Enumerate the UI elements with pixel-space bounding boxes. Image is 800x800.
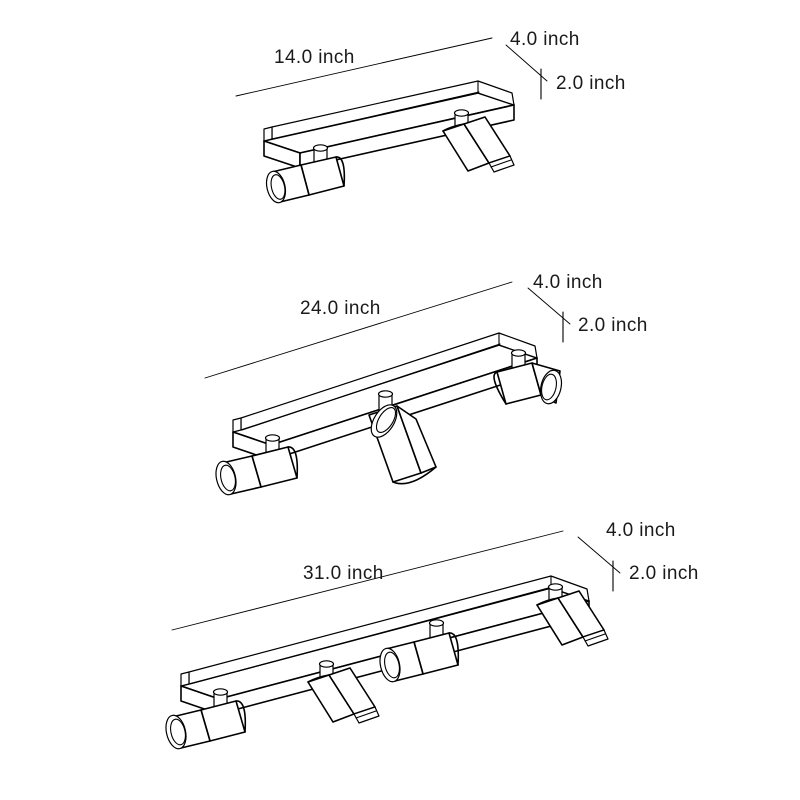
head-stem-cap	[312, 144, 329, 152]
fixture-3-light-group	[204, 281, 571, 497]
fixture-3-light-depth-label: 4.0 inch	[533, 272, 603, 293]
head-stem-cap	[377, 390, 394, 398]
head-stem-cap	[547, 583, 564, 591]
fixture-2-light-depth-label: 4.0 inch	[510, 29, 580, 50]
head-aperture-inner-line	[584, 633, 606, 642]
length-leader-line	[235, 37, 493, 97]
head-bottom-end	[392, 466, 437, 485]
depth-leader-line	[577, 536, 621, 574]
track-left-cap	[263, 126, 273, 142]
length-leader-line	[204, 281, 513, 379]
head-stem-cap	[510, 349, 527, 357]
head-band-line	[396, 405, 422, 474]
head-back-end	[335, 156, 346, 187]
depth-leader-line	[505, 44, 548, 82]
fixture-2-light-height-label: 2.0 inch	[556, 73, 626, 94]
spot-head-4[interactable]	[536, 583, 609, 647]
spot-head-1[interactable]	[213, 434, 299, 497]
head-stem-cap	[453, 109, 470, 117]
head-band-line	[328, 674, 355, 715]
head-band-line	[200, 709, 211, 742]
head-aperture-inner-line	[355, 710, 377, 719]
head-aperture-face	[353, 706, 380, 724]
spot-head-3[interactable]	[493, 349, 565, 406]
head-back-end	[536, 597, 559, 606]
fixture-2-light-group	[235, 37, 548, 205]
head-stem-cap	[428, 619, 445, 627]
head-stem-cap	[264, 434, 281, 442]
head-aperture-inner	[220, 464, 236, 492]
track-left-cap	[180, 671, 190, 687]
fixture-4-light-height-label: 2.0 inch	[629, 563, 699, 584]
fixture-3-light-length-label: 24.0 inch	[300, 298, 381, 319]
track-channel-line	[189, 586, 553, 685]
track-left-cap	[232, 417, 242, 433]
head-back-end	[493, 371, 507, 405]
fixture-4-light-group	[163, 530, 621, 751]
head-back-end	[307, 674, 330, 683]
track-top-face	[180, 587, 590, 700]
head-back-end	[235, 700, 247, 733]
track-channel-line	[241, 343, 501, 431]
spot-head-2[interactable]	[366, 390, 437, 485]
head-band-line	[463, 123, 490, 164]
head-band-line	[557, 597, 584, 638]
head-stem-cap	[318, 660, 335, 668]
head-back-end	[448, 632, 460, 666]
head-aperture-inner-line	[490, 159, 512, 168]
head-aperture-outer	[370, 404, 398, 438]
fixture-2-light-length-label: 14.0 inch	[274, 47, 355, 68]
head-aperture-face	[582, 629, 609, 647]
head-aperture-inner	[375, 407, 397, 433]
head-band-line	[251, 455, 262, 488]
head-band-line	[413, 641, 424, 675]
head-aperture-inner	[541, 373, 557, 401]
head-aperture-inner	[384, 651, 400, 679]
fixture-4-light-depth-label: 4.0 inch	[606, 520, 676, 541]
head-band-line	[531, 362, 542, 396]
fixture-4-light-length-label: 31.0 inch	[303, 563, 384, 584]
length-leader-line	[171, 530, 564, 631]
spot-head-2[interactable]	[442, 109, 515, 173]
spot-head-1[interactable]	[163, 688, 247, 751]
head-band-line	[300, 164, 310, 196]
head-aperture-inner	[170, 718, 186, 746]
spot-head-1[interactable]	[264, 144, 346, 205]
fixture-3-light-height-label: 2.0 inch	[578, 315, 648, 336]
head-back-end	[442, 123, 465, 132]
head-aperture-inner	[270, 174, 286, 200]
spot-head-2[interactable]	[307, 660, 380, 724]
head-aperture-face	[488, 155, 515, 173]
head-stem-cap	[212, 688, 229, 696]
track-channel-line	[272, 91, 480, 140]
spot-head-3[interactable]	[377, 619, 460, 684]
head-back-end	[287, 446, 299, 479]
